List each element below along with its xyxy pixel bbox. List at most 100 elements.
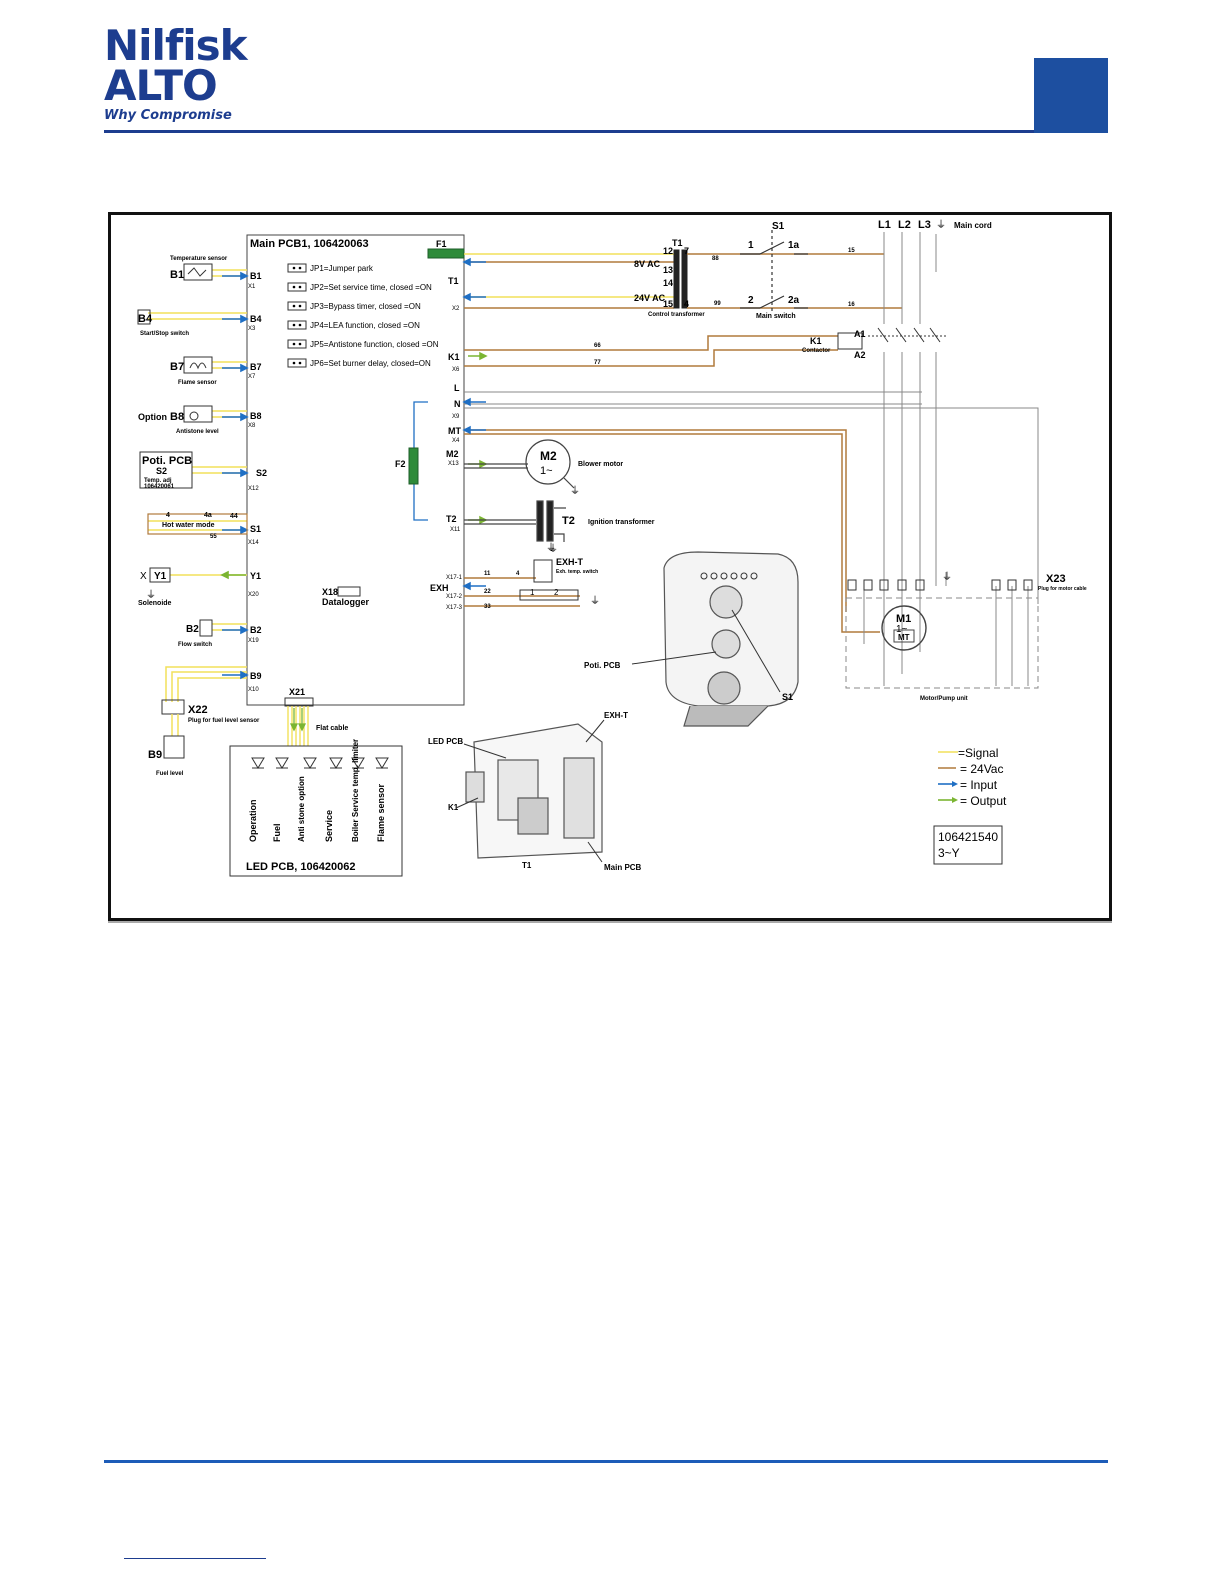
jumper-list: JP1=Jumper park JP2=Set service time, cl… (287, 263, 439, 368)
burner-housing-illustration (663, 551, 799, 727)
exh-t-desc: Exh. temp. switch (556, 569, 598, 575)
input-arrows-right (462, 257, 486, 591)
contactor-labels: K1 Contactor A1 A2 (802, 329, 866, 360)
flow-switch-icon (199, 619, 213, 637)
contactor-coil (837, 332, 863, 350)
svg-text:24V AC: 24V AC (634, 293, 666, 303)
pin-x-label: X17-2 (446, 594, 463, 600)
pin-label: MT (448, 426, 461, 436)
led-pcb-title: LED PCB, 106420062 (246, 861, 355, 873)
pcb-right-pins: T1 X2 K1 X6 L N X9 MT X4 M2 X13 T2 X11 X… (430, 276, 463, 611)
y1-desc: Solenoide (138, 600, 172, 607)
jumper-label: JP6=Set burner delay, closed=ON (310, 359, 431, 368)
svg-text:1: 1 (748, 240, 754, 251)
b9-label: B9 (148, 749, 162, 761)
led-fuel: Fuel (272, 823, 282, 842)
pin-label: EXH (430, 583, 449, 593)
pin-x-label: X14 (248, 540, 259, 546)
x18-label: X18 (322, 587, 338, 597)
jumper-4: JP4=LEA function, closed =ON (287, 320, 420, 330)
pin-label: B1 (250, 271, 262, 281)
hw-4a: 4a (204, 512, 212, 519)
svg-text:L1: L1 (878, 219, 891, 231)
control-box-illustration (465, 723, 603, 859)
legend-24vac: = 24Vac (938, 762, 1003, 776)
pin-label: S1 (250, 524, 261, 534)
svg-text:4: 4 (516, 571, 520, 577)
jumper-label: JP1=Jumper park (310, 264, 374, 273)
f1-label: F1 (436, 239, 447, 249)
led-antistone: Anti stone option (297, 776, 306, 842)
x22-label: X22 (188, 704, 208, 716)
antistone-level-icon (183, 405, 213, 423)
jumper-label: JP3=Bypass timer, closed =ON (310, 302, 421, 311)
pin-x-label: X19 (248, 638, 259, 644)
svg-text:= Output: = Output (960, 794, 1007, 808)
ignition-transformer (464, 500, 566, 542)
solenoid-icon (149, 567, 171, 583)
svg-text:T1: T1 (672, 238, 683, 248)
pin-label: L (454, 383, 460, 393)
hw-44: 44 (230, 513, 238, 520)
svg-text:15: 15 (848, 248, 855, 254)
poti-s2: S2 (156, 466, 167, 476)
svg-text:2: 2 (554, 588, 559, 597)
svg-text:=Signal: =Signal (958, 746, 998, 760)
blower-motor (464, 439, 575, 489)
b8-label: B8 (170, 411, 184, 423)
svg-text:88: 88 (712, 256, 719, 262)
motor-pump-unit (845, 597, 1039, 689)
svg-text:LED PCB: LED PCB (428, 737, 463, 746)
svg-text:2a: 2a (788, 295, 800, 306)
svg-text:Contactor: Contactor (802, 348, 831, 354)
control-transformer (673, 249, 688, 309)
m2-label: M2 (540, 449, 557, 463)
blower-desc: Blower motor (578, 461, 623, 468)
ref-code: 106421540 (938, 830, 998, 844)
pin-x-label: X10 (248, 687, 259, 693)
jumper-label: JP5=Antistone function, closed =ON (310, 340, 439, 349)
svg-text:11: 11 (484, 571, 491, 577)
svg-text:A1: A1 (854, 329, 866, 339)
poti-title: Poti. PCB (142, 455, 192, 467)
pin-x-label: X8 (248, 423, 256, 429)
contactor-contacts (868, 327, 948, 343)
poti-desc: Temp. adj (144, 478, 172, 484)
brand-logo: Nilfisk ALTO Why Compromise (104, 21, 248, 124)
ignition-desc: Ignition transformer (588, 519, 655, 526)
led-operation: Operation (248, 799, 258, 842)
ref-code-box (933, 825, 1003, 865)
hotwater-label: Hot water mode (162, 522, 215, 529)
output-arrows-right (468, 351, 488, 525)
jumper-1: JP1=Jumper park (287, 263, 374, 273)
svg-text:15: 15 (663, 299, 673, 309)
svg-text:A2: A2 (854, 350, 866, 360)
fuse-f2 (408, 447, 419, 485)
left-components: Temperature sensor B1 B4 Start/Stop swit… (137, 256, 260, 777)
ref-variant: 3~Y (938, 846, 960, 860)
photo-label-poti: Poti. PCB (584, 661, 621, 670)
input-arrows-left (222, 271, 249, 680)
flat-cable-wires (287, 706, 309, 746)
svg-text:8V AC: 8V AC (634, 259, 661, 269)
flat-cable-label: Flat cable (316, 725, 348, 732)
legend-output: = Output (938, 794, 1007, 808)
ground-icon: ⏚ (548, 543, 558, 555)
pin-x-label: X20 (248, 592, 259, 598)
ground-icon: ⏚ (546, 542, 556, 554)
svg-text:L3: L3 (918, 219, 931, 231)
x23-label: X23 (1046, 573, 1066, 585)
pin-x-label: X17-1 (446, 575, 463, 581)
motor-mt-label: MT (898, 633, 910, 642)
b2-desc: Flow switch (178, 642, 212, 648)
logo-line1: Nilfisk (104, 21, 248, 70)
main-switch (740, 230, 808, 312)
b1-desc: Temperature sensor (170, 256, 228, 262)
t2-label: T2 (562, 515, 575, 527)
pin-label: B9 (250, 671, 262, 681)
ground-icon: ⏚ (570, 485, 580, 497)
b2-label: B2 (186, 624, 199, 635)
pin-x-label: X13 (448, 461, 459, 467)
mains-wires (682, 232, 947, 586)
pcb-left-pins: B1 X1 B4 X3 B7 X7 B8 X8 S2 X12 S1 X14 Y1… (248, 271, 267, 693)
